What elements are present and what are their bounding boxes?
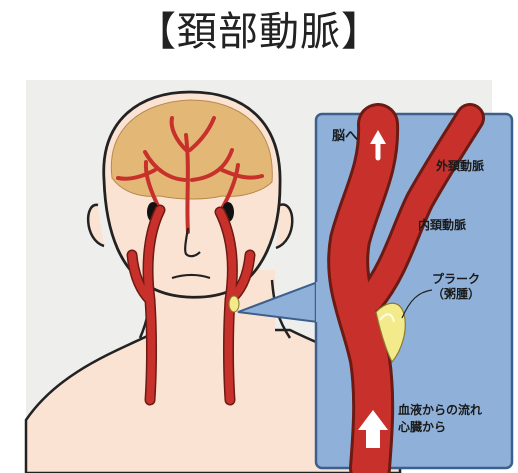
label-plaque-line2: （粥腫） <box>432 287 480 302</box>
callout-join <box>316 282 322 322</box>
label-plaque-line1: プラーク <box>432 272 480 287</box>
label-internal-carotid: 内頚動脈 <box>418 216 466 233</box>
label-to-brain: 脳へ <box>332 125 358 144</box>
label-plaque: プラーク （粥腫） <box>432 272 480 302</box>
neck-plaque <box>229 296 239 312</box>
label-flow-line1: 血液からの流れ <box>398 402 482 419</box>
label-flow-line2: 心臓から <box>398 419 482 436</box>
label-blood-flow: 血液からの流れ 心臓から <box>398 402 482 436</box>
label-external-carotid: 外頚動脈 <box>436 157 484 174</box>
